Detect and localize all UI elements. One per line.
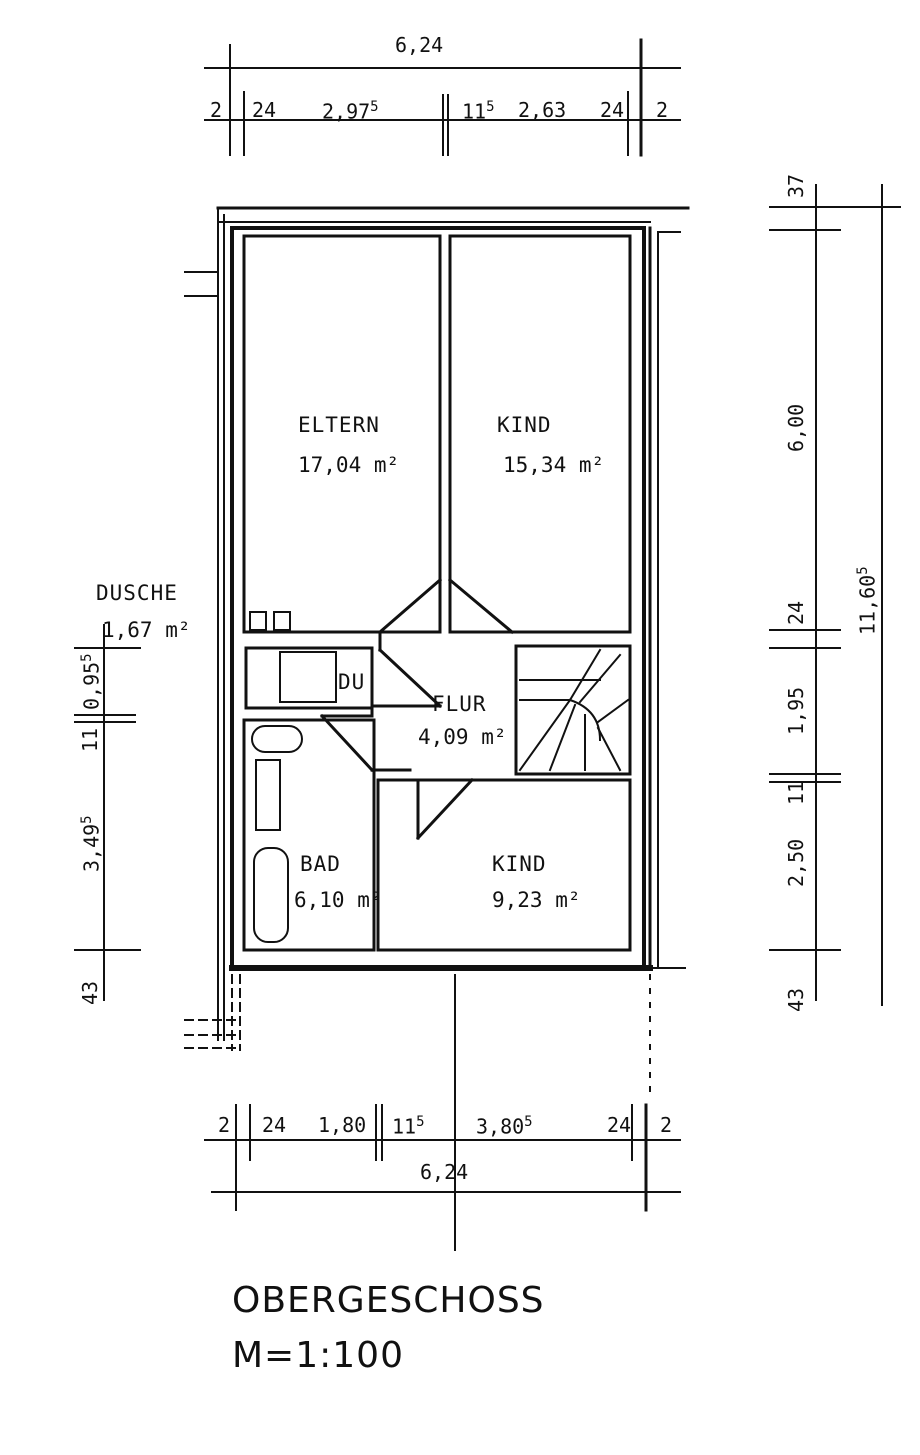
interior-walls [242, 234, 632, 952]
room-eltern-area: 17,04 m² [298, 453, 400, 477]
dim-right-e: 11 [784, 780, 808, 805]
dim-right-c: 24 [784, 600, 808, 625]
dim-bottom-c: 1,80 [318, 1113, 367, 1137]
room-kind1-area: 15,34 m² [503, 453, 605, 477]
bottom-dimension-lines [184, 974, 681, 1251]
drawing-scale: M=1:100 [232, 1335, 404, 1376]
dim-bottom-a: 2 [218, 1113, 231, 1137]
dim-left-b: 11 [78, 727, 102, 752]
dim-right-d: 1,95 [784, 686, 808, 735]
room-flur-area: 4,09 m² [418, 725, 507, 749]
room-kind2-name: KIND [492, 852, 547, 876]
dim-top-total: 6,24 [395, 33, 444, 57]
drawing-title: OBERGESCHOSS [232, 1280, 545, 1321]
dim-top-b: 24 [252, 98, 277, 122]
dim-left-c: 3,495 [79, 815, 104, 872]
dim-top-d: 115 [462, 99, 495, 124]
dim-bottom-g: 2 [660, 1113, 673, 1137]
dim-bottom-total: 6,24 [420, 1160, 469, 1184]
top-dimension-lines [204, 38, 681, 157]
room-bad-name: BAD [300, 852, 341, 876]
dim-top-a: 2 [210, 98, 223, 122]
room-dusche-name: DUSCHE [96, 581, 178, 605]
right-dimension-lines [769, 184, 901, 1006]
dim-bottom-e: 3,805 [476, 1114, 533, 1139]
room-kind2-area: 9,23 m² [492, 888, 581, 912]
room-eltern-name: ELTERN [298, 413, 380, 437]
dim-bottom-b: 24 [262, 1113, 287, 1137]
dim-right-a: 37 [784, 173, 808, 198]
left-dimension-lines [74, 624, 141, 1001]
room-flur-name: FLUR [432, 692, 487, 716]
dim-bottom-f: 24 [607, 1113, 632, 1137]
dim-right-g: 43 [784, 987, 808, 1012]
dim-right-b: 6,00 [784, 403, 808, 452]
dim-top-c: 2,975 [322, 99, 379, 124]
dim-bottom-d: 115 [392, 1114, 425, 1139]
dim-top-e: 2,63 [518, 98, 567, 122]
dim-top-f: 24 [600, 98, 625, 122]
dim-left-a: 0,955 [79, 653, 104, 710]
exterior-walls [184, 206, 690, 1041]
dim-top-g: 2 [656, 98, 669, 122]
dim-right-total: 11,605 [855, 566, 880, 635]
room-du-name: DU [338, 670, 366, 694]
dim-left-d: 43 [78, 980, 102, 1005]
room-kind1-name: KIND [497, 413, 552, 437]
dim-right-f: 2,50 [784, 838, 808, 887]
room-dusche-area: 1,67 m² [102, 618, 191, 642]
room-bad-area: 6,10 m² [294, 888, 383, 912]
